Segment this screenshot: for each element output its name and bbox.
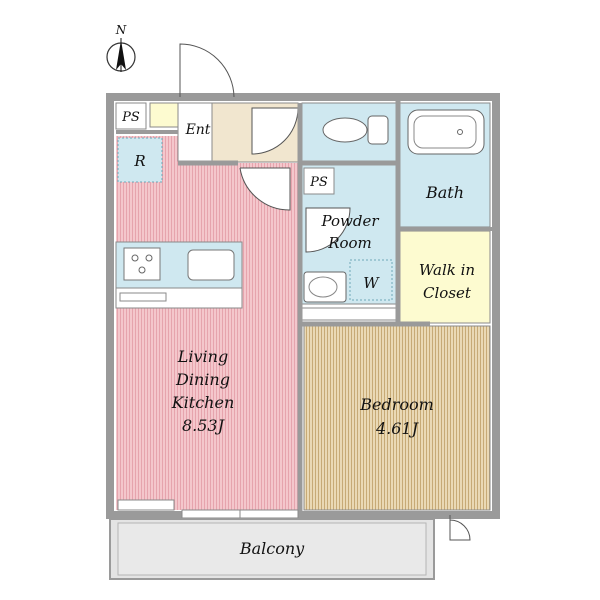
toilet-icon (322, 117, 368, 143)
balcony-inner (117, 522, 427, 576)
kitchen-shelf-inner (119, 292, 167, 302)
entrance-door-swing (179, 43, 235, 98)
powder-shelf (301, 307, 397, 321)
ldk-bottom-shelf (117, 499, 175, 511)
refrigerator-label: R (133, 152, 145, 170)
powder-door-swing (305, 207, 351, 253)
burner-icon (138, 266, 146, 274)
bathtub-inner-icon (413, 115, 477, 149)
burner-icon (145, 254, 153, 262)
ps-mid-box (303, 167, 335, 195)
drain-icon (457, 129, 463, 135)
walkin-label-line1: Walk in (419, 261, 475, 279)
stove-icon (123, 247, 161, 281)
bedroom-label-line1: Bedroom (359, 395, 434, 414)
ldk-label-line2: Dining (175, 370, 230, 389)
powder-label-line2: Room (327, 234, 372, 252)
washbasin-bowl-icon (308, 276, 338, 298)
ldk-floor (116, 162, 298, 510)
walkin-closet (399, 230, 491, 324)
ps-top-box (115, 102, 147, 130)
washer-space (349, 259, 393, 301)
entrance-label: Ent (185, 122, 211, 138)
bedroom-door-swing (449, 515, 471, 541)
entrance-wall-block (177, 102, 213, 162)
refrigerator-space (117, 137, 163, 183)
burner-icon (131, 254, 139, 262)
walkin-label-line2: Closet (423, 284, 472, 302)
balcony-label: Balcony (239, 539, 305, 558)
bedroom-floor (303, 325, 491, 511)
compass: N (106, 23, 136, 72)
sink-icon (187, 249, 235, 281)
washer-label: W (363, 274, 380, 292)
ps-mid-label: PS (309, 175, 328, 190)
ldk-size-label: 8.53J (182, 416, 226, 435)
ldk-label-line1: Living (177, 347, 228, 366)
ldk-door-swing (239, 167, 291, 211)
yellow-cabinet (149, 102, 179, 128)
compass-label: N (115, 23, 127, 37)
toilet-tank-icon (367, 115, 389, 145)
ps-top-label: PS (121, 110, 140, 125)
bedroom-size-label: 4.61J (375, 419, 420, 438)
bath-label: Bath (425, 183, 464, 202)
ldk-label-line3: Kitchen (171, 393, 235, 412)
powder-label-line1: Powder (320, 212, 379, 230)
